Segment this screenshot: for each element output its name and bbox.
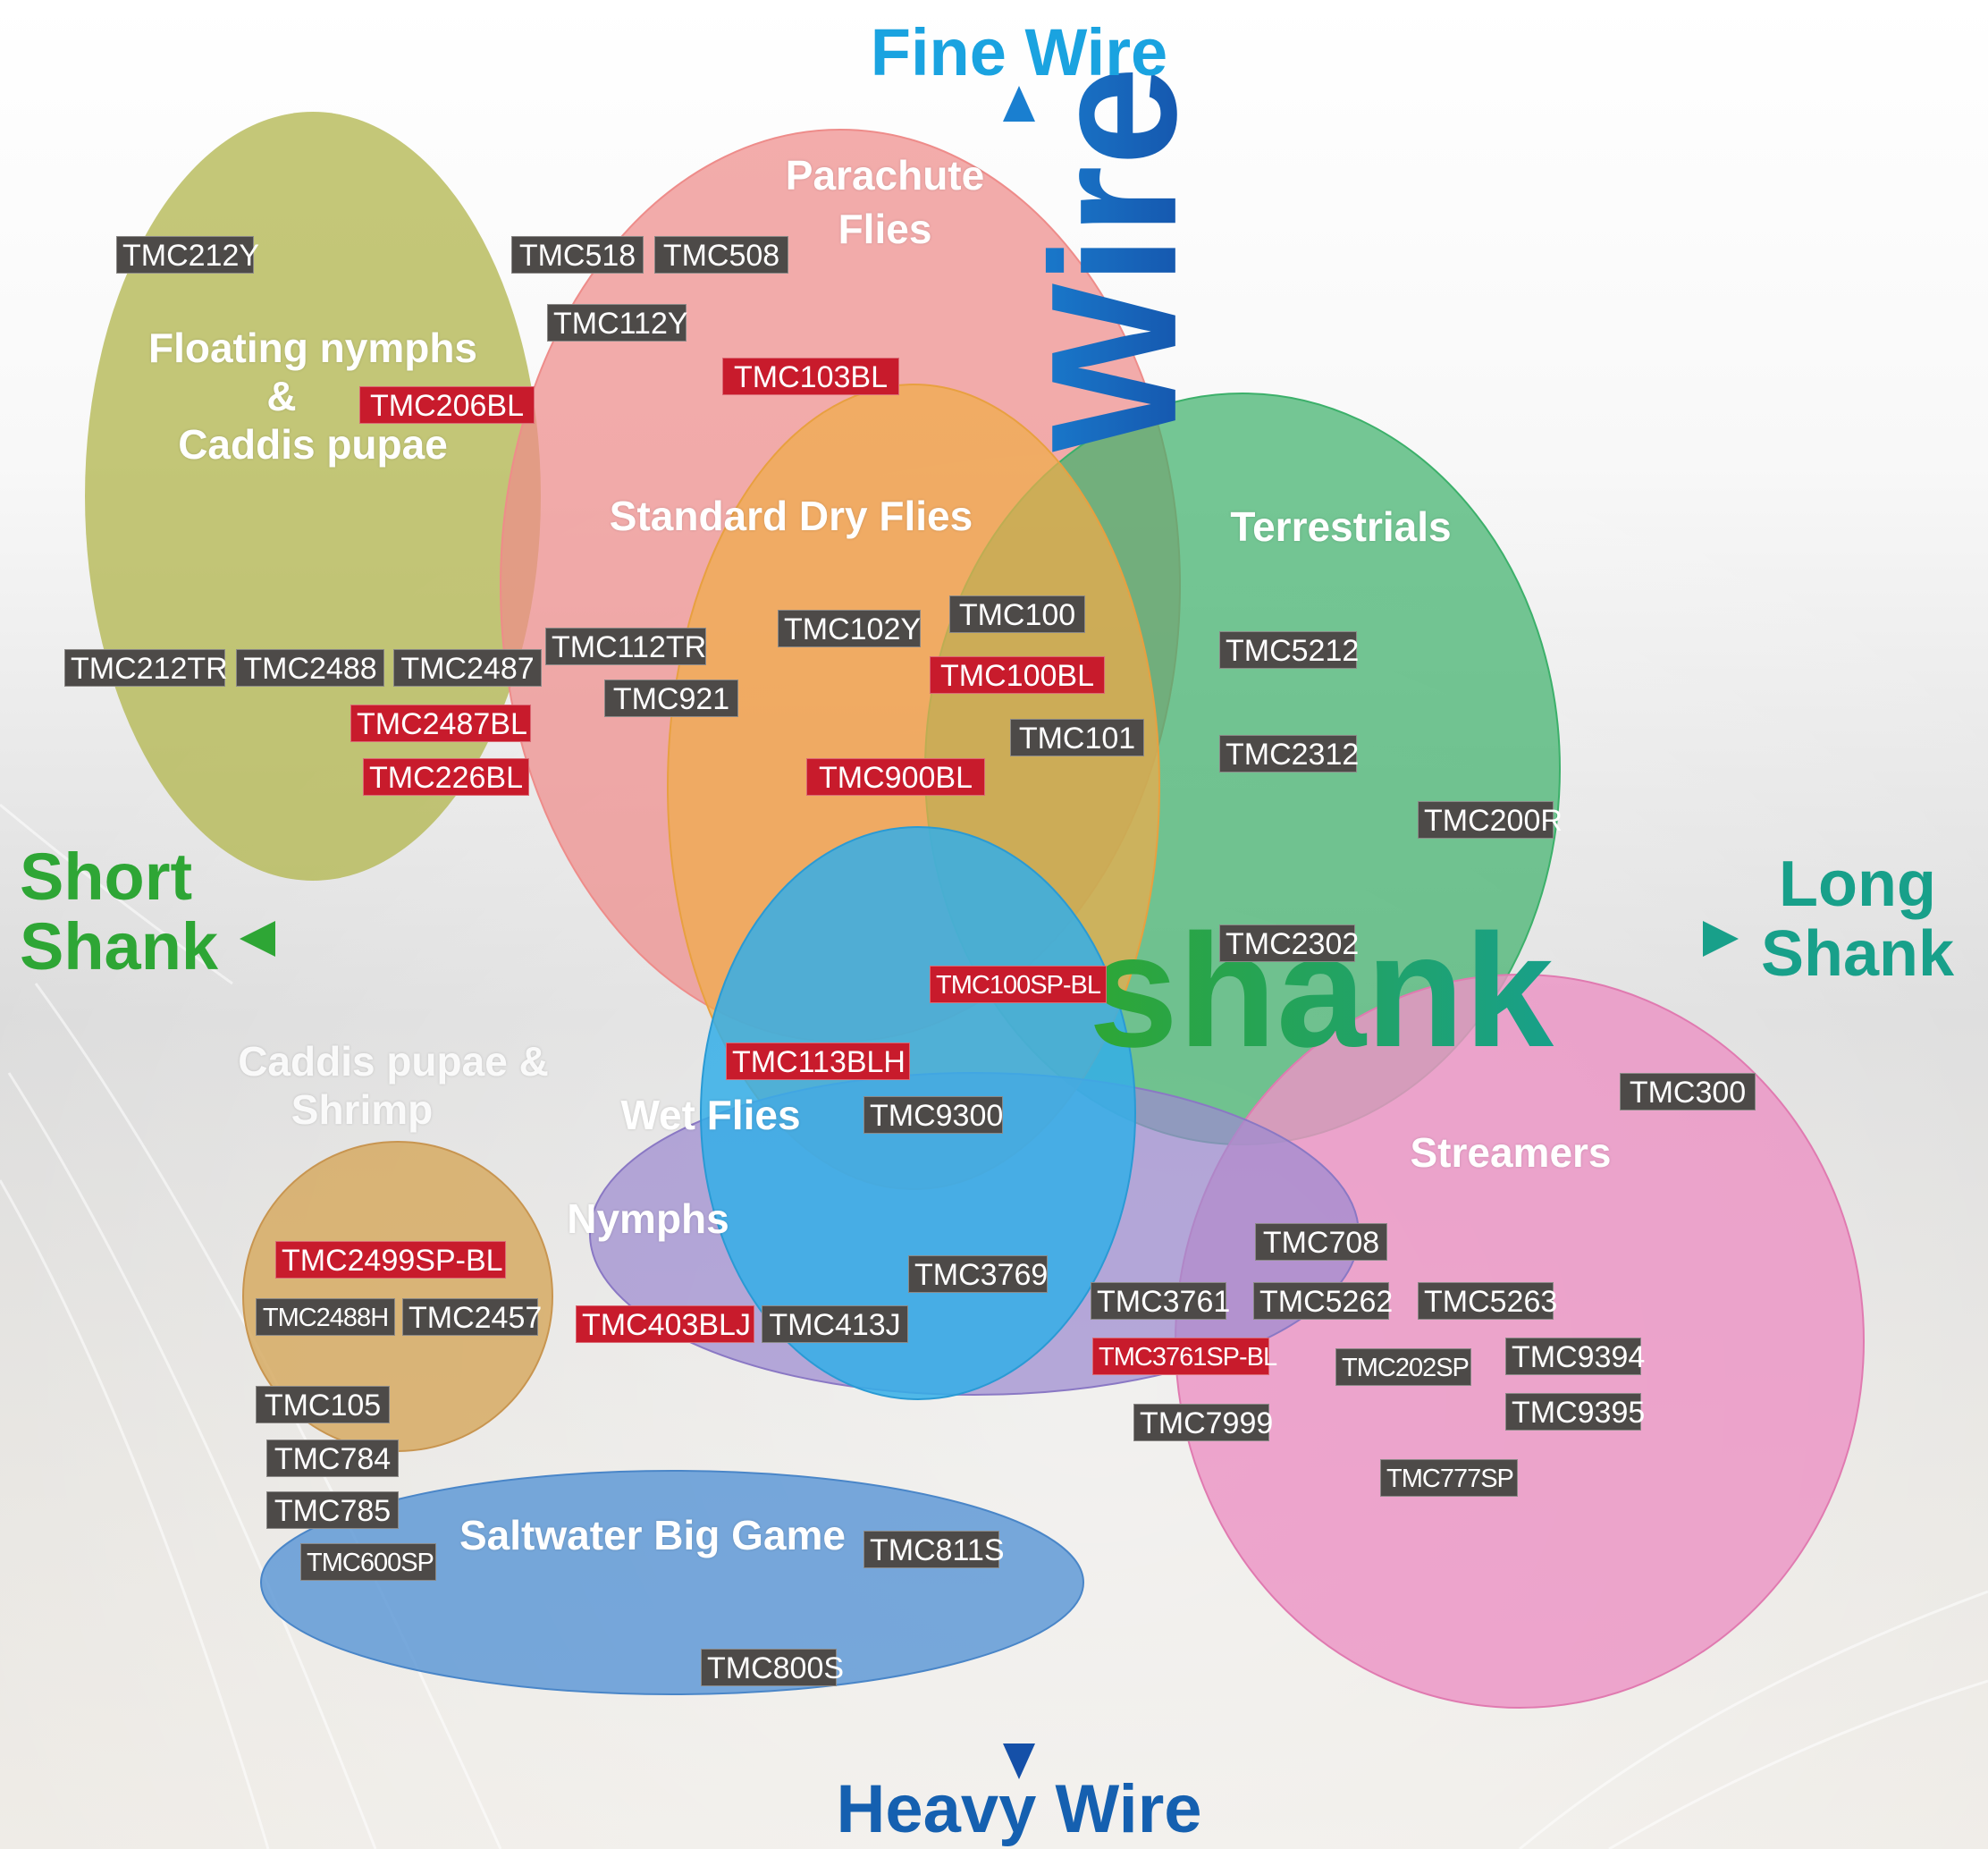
hook-tmc105: TMC105 [256,1386,390,1423]
hook-tmc5262: TMC5262 [1253,1282,1393,1320]
label-standard-dry-flies: Standard Dry Flies [609,493,973,539]
hook-tmc921: TMC921 [604,680,738,717]
hook-tmc811s: TMC811S [863,1531,1005,1568]
label-streamers: Streamers [1410,1129,1612,1176]
hook-tmc7999: TMC7999 [1133,1404,1273,1441]
wire-arrow-up-icon [1003,86,1035,122]
hook-tmc708: TMC708 [1255,1223,1387,1261]
long-shank-line-1: Long [1779,849,1936,920]
hook-tmc100sp-bl: TMC100SP-BL [930,966,1107,1003]
hook-tmc2488h: TMC2488H [256,1298,395,1336]
hook-tmc2457: TMC2457 [402,1298,542,1336]
label-terrestrials: Terrestrials [1230,503,1452,550]
label-saltwater-big-game: Saltwater Big Game [459,1512,847,1558]
hook-tmc101: TMC101 [1010,719,1144,756]
hook-tmc900bl: TMC900BL [806,758,985,796]
zone-saltwater-big-game [260,1470,1084,1695]
hook-tmc206bl: TMC206BL [359,386,535,424]
hook-tmc2487bl: TMC2487BL [350,705,531,742]
hook-tmc600sp: TMC600SP [300,1543,436,1581]
hook-tmc2487: TMC2487 [393,649,542,687]
hook-tmc102y: TMC102Y [778,610,921,647]
label-wet-flies: Wet Flies [620,1092,801,1138]
hook-tmc3769: TMC3769 [908,1255,1048,1293]
hook-tmc2499sp-bl: TMC2499SP-BL [275,1241,506,1279]
label-floating-nymphs: Floating nymphs & Caddis pupae [98,324,527,469]
hook-tmc518: TMC518 [511,236,644,274]
hook-tmc200r: TMC200R [1418,801,1563,839]
hook-tmc2302: TMC2302 [1219,924,1359,962]
label-caddis-shrimp: Caddis pupae & Shrimp [188,1037,599,1134]
shank-arrow-left-icon [240,921,275,957]
hook-tmc2488: TMC2488 [236,649,384,687]
zone-floating-nymphs [85,112,541,881]
hook-tmc9394: TMC9394 [1505,1338,1645,1375]
hook-tmc212y: TMC212Y [116,236,259,274]
hook-tmc9300: TMC9300 [863,1096,1003,1134]
long-shank-line-2: Shank [1760,918,1955,990]
hook-tmc800s: TMC800S [701,1649,844,1686]
hook-tmc112tr: TMC112TR [545,628,706,665]
shank-arrow-right-icon [1703,921,1739,957]
hook-tmc212tr: TMC212TR [64,649,228,687]
wire-axis [1003,86,1035,1779]
hook-tmc508: TMC508 [654,236,788,274]
hook-tmc2312: TMC2312 [1219,735,1359,773]
hook-tmc413j: TMC413J [762,1305,908,1343]
label-parachute-flies: Parachute Flies [733,148,1037,256]
hook-tmc785: TMC785 [266,1491,399,1529]
parachute-line-2: Flies [838,206,932,252]
hook-tmc777sp: TMC777SP [1380,1459,1518,1497]
shank-axis [240,921,1739,957]
caddis-shrimp-line-1: Caddis pupae & [238,1038,549,1085]
hook-tmc100: TMC100 [949,595,1085,633]
parachute-line-1: Parachute [785,152,985,198]
hook-tmc5263: TMC5263 [1418,1282,1557,1320]
floating-line-1: Floating nymphs [148,325,477,371]
hook-tmc784: TMC784 [266,1440,399,1477]
hook-tmc5212: TMC5212 [1219,631,1359,669]
axis-title-fine-wire: Fine Wire [870,15,1168,89]
hook-tmc103bl: TMC103BL [722,358,899,395]
floating-line-3: Caddis pupae [178,421,448,468]
label-nymphs: Nymphs [567,1195,729,1242]
short-shank-line-2: Shank [20,909,219,984]
floating-line-2: & [266,373,297,419]
hook-tmc226bl: TMC226BL [363,758,529,796]
hook-tmc202sp: TMC202SP [1335,1348,1471,1386]
hook-tmc100bl: TMC100BL [930,656,1105,694]
axis-title-heavy-wire: Heavy Wire [836,1771,1202,1847]
hook-tmc3761: TMC3761 [1091,1282,1230,1320]
axis-title-long-shank: Long Shank [1741,849,1974,989]
short-shank-line-1: Short [20,840,193,914]
hook-tmc300: TMC300 [1620,1073,1756,1110]
hook-tmc113blh: TMC113BLH [726,1043,910,1080]
caddis-shrimp-line-2: Shrimp [291,1086,434,1133]
wire-arrow-down-icon [1003,1743,1035,1779]
hook-tmc112y: TMC112Y [547,304,688,342]
hook-tmc403blj: TMC403BLJ [576,1305,754,1343]
hook-tmc3761sp-bl: TMC3761SP-BL [1092,1338,1277,1375]
wire-watermark: Wire [1015,66,1214,452]
hook-tmc9395: TMC9395 [1505,1393,1645,1431]
axis-title-short-shank: Short Shank [20,842,218,982]
